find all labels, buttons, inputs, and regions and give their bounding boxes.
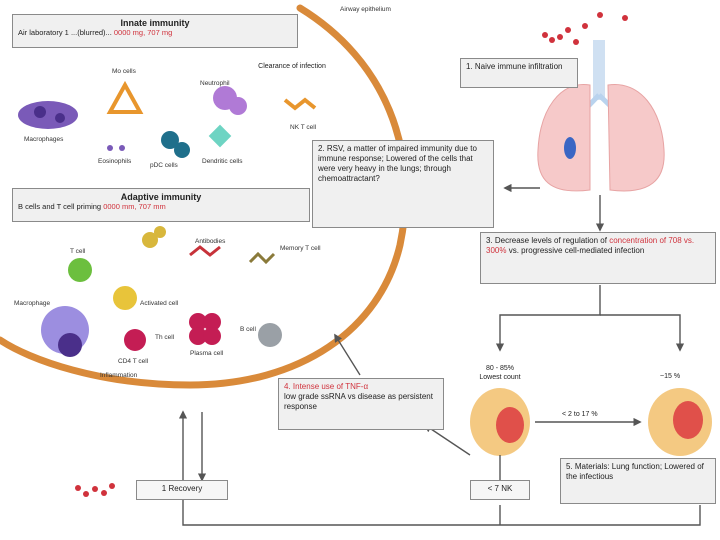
label-memory-t-cell: Memory T cell [280,245,321,252]
mild-lungs-illustration [470,388,530,456]
recovery-text: 1 Recovery [162,484,202,493]
label-pdc-cells: pDC cells [150,162,178,169]
ratio-text: < 7 NK [488,484,513,493]
innate-title: Innate immunity [18,18,292,28]
step-2-text: 2. RSV, a matter of impaired immunity du… [318,144,477,183]
label-activated-cell: Activated cell [140,300,178,307]
virus-particles-left [75,483,115,497]
innate-subtitle: Air laboratory 1 ...(blurred)... [18,28,112,37]
label-macrophage: Macrophage [14,300,50,307]
step-5-text: 5. Materials: Lung function; Lowered of … [566,462,704,481]
severe-lungs-illustration [648,388,712,456]
step-4-box: 4. Intense use of TNF-α low grade ssRNA … [278,378,444,430]
step-1-box: 1. Naive immune infiltration [460,58,578,88]
step-4-title: 4. Intense use of TNF-α [284,382,438,392]
step-5-box: 5. Materials: Lung function; Lowered of … [560,458,716,504]
label-inflammation: Inflammation [100,372,137,379]
step-2-box: 2. RSV, a matter of impaired immunity du… [312,140,494,228]
mild-outcome-label: 80 - 85% Lowest count [470,364,530,382]
label-t-cell: T cell [70,248,85,255]
recovery-box: 1 Recovery [136,480,228,500]
label-dendritic-cells: Dendritic cells [202,158,242,165]
adaptive-title: Adaptive immunity [18,192,304,202]
label-antibodies: Antibodies [195,238,225,245]
innate-cell-icons [18,85,315,158]
severe-outcome-label: ~15 % [660,372,680,381]
virus-particles-top [542,12,628,45]
step-3-suffix: vs. progressive cell-mediated infection [509,246,645,255]
label-neutrophil: Neutrophil [200,80,230,87]
step-4-text: low grade ssRNA vs disease as persistent… [284,392,438,412]
innate-subtitle-values: 0000 mg, 707 mg [114,28,172,37]
adaptive-subtitle-values: 0000 mm, 707 mm [103,202,166,211]
step-3-text: 3. Decrease levels of regulation of [486,236,607,245]
ratio-box: < 7 NK [470,480,530,500]
label-eosinophils: Eosinophils [98,158,131,165]
progression-label: < 2 to 17 % [562,410,598,419]
label-mo-cells: Mo cells [112,68,136,75]
label-macrophages: Macrophages [24,136,63,143]
clearance-label: Clearance of infection [256,62,328,71]
top-airway-label: Airway epithelium [340,6,391,13]
step-1-text: 1. Naive immune infiltration [466,62,562,71]
step-3-box: 3. Decrease levels of regulation of conc… [480,232,716,284]
label-nk-t-cell: NK T cell [290,124,316,131]
label-cd4-t-cell: CD4 T cell [118,358,148,365]
adaptive-subtitle: B cells and T cell priming [18,202,101,211]
label-plasma-cell: Plasma cell [190,350,223,357]
label-th-cell: Th cell [155,334,174,341]
adaptive-immunity-header: Adaptive immunity B cells and T cell pri… [12,188,310,222]
label-b-cell: B cell [240,326,256,333]
innate-immunity-header: Innate immunity Air laboratory 1 ...(blu… [12,14,298,48]
